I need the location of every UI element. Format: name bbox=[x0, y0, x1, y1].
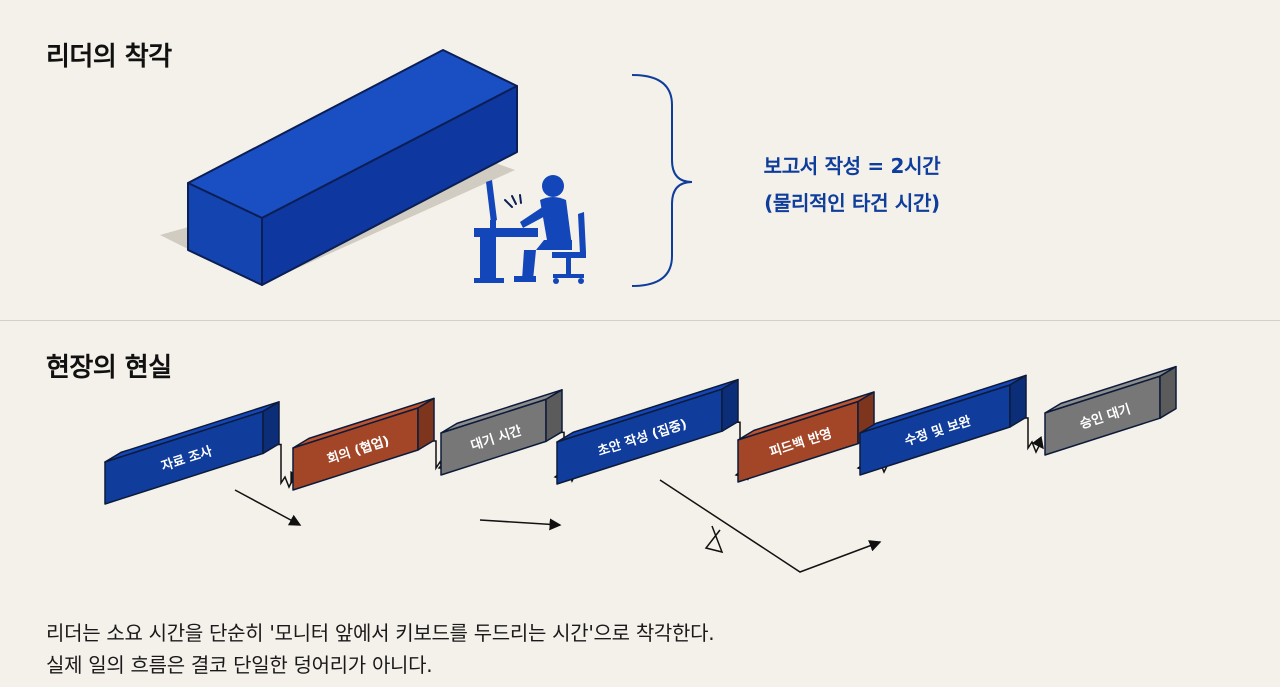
flow-step-3: 대기 시간 bbox=[441, 390, 562, 475]
block-end-face bbox=[1160, 367, 1176, 419]
flow-step-6: 수정 및 보완 bbox=[860, 375, 1026, 475]
block-end-face bbox=[263, 402, 279, 454]
illusion-illustration bbox=[0, 0, 1280, 320]
person-at-computer-icon bbox=[474, 175, 586, 284]
monolith-block bbox=[188, 50, 517, 285]
flow-step-7: 승인 대기 bbox=[1045, 367, 1176, 455]
interruption-zigzag bbox=[706, 526, 722, 552]
caption-line-2: 실제 일의 흐름은 결코 단일한 덩어리가 아니다. bbox=[46, 649, 432, 678]
flow-step-2: 회의 (협업) bbox=[293, 398, 434, 490]
feedback-loop-arrow bbox=[660, 480, 880, 572]
flow-step-4: 초안 작성 (집중) bbox=[557, 380, 738, 484]
caption-line-1: 리더는 소요 시간을 단순히 '모니터 앞에서 키보드를 두드리는 시간'으로 … bbox=[46, 617, 714, 646]
block-end-face bbox=[418, 398, 434, 450]
block-end-face bbox=[546, 390, 562, 442]
typing-marks-icon bbox=[505, 195, 521, 207]
long-arrow bbox=[480, 520, 560, 525]
block-end-face bbox=[1010, 375, 1026, 427]
right-brace bbox=[632, 75, 692, 286]
illusion-claim-note: (물리적인 타건 시간) bbox=[712, 187, 992, 216]
long-arrow bbox=[235, 490, 300, 525]
block-end-face bbox=[722, 380, 738, 432]
flow-step-1: 자료 조사 bbox=[105, 402, 279, 504]
connector-arrow bbox=[1018, 418, 1043, 452]
illusion-claim: 보고서 작성 = 2시간 bbox=[712, 150, 992, 179]
connector-arrow bbox=[271, 444, 293, 487]
flow-step-5: 피드백 반영 bbox=[738, 392, 874, 482]
